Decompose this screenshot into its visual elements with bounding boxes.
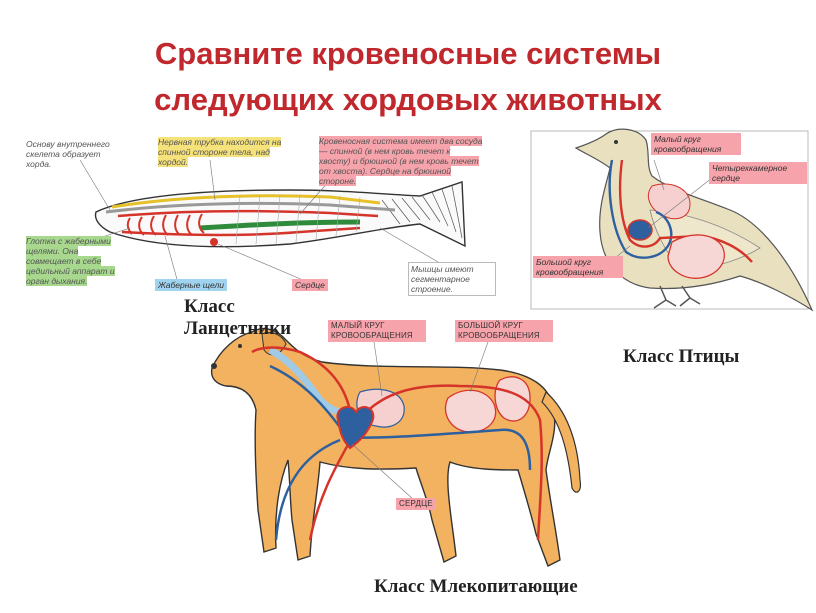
bird-capillaries [668, 235, 724, 278]
label-gill-slits: Жаберные щели [155, 279, 227, 291]
label-nerve-tube: Нервная трубка находится на спинной стор… [155, 136, 301, 168]
label-pharynx: Глотка с жаберными щелями. Она совмещает… [26, 236, 118, 286]
class-mammals: Класс Млекопитающие [374, 576, 578, 598]
lancelet-heart [210, 238, 218, 246]
mammal-capillaries-body [445, 390, 495, 432]
mammal-nose [211, 363, 217, 369]
label-notochord: Основу внутреннего скелета образует хорд… [26, 139, 126, 169]
label-muscles: Мышцы имеют сегментарное строение. [408, 262, 496, 296]
class-lancelets: Класс Ланцетники [184, 296, 344, 340]
bird-eye [614, 140, 618, 144]
label-mammal-heart: СЕРДЦЕ [396, 498, 436, 510]
label-nerve-tube-text: Нервная трубка находится на спинной стор… [158, 137, 281, 167]
bird-legs [654, 286, 700, 308]
label-bird-small-circle: Малый круг кровообращения [651, 133, 741, 155]
bird-heart [628, 220, 652, 240]
label-circulatory: Кровеносная система имеет два сосуда — с… [319, 136, 484, 186]
class-birds: Класс Птицы [623, 346, 739, 368]
mammal-drawing [211, 329, 580, 566]
label-pharynx-text: Глотка с жаберными щелями. Она совмещает… [26, 236, 115, 286]
mammal-eye [238, 344, 242, 348]
label-mammal-small-circle: МАЛЫЙ КРУГ КРОВООБРАЩЕНИЯ [328, 320, 426, 342]
label-bird-four-chamber: Четырехкамерное сердце [709, 162, 807, 184]
label-mammal-big-circle: БОЛЬШОЙ КРУГ КРОВООБРАЩЕНИЯ [455, 320, 553, 342]
bird-drawing [531, 129, 812, 310]
label-bird-big-circle: Большой круг кровообращения [533, 256, 623, 278]
mammal-body [212, 329, 560, 566]
label-lancelet-heart: Сердце [292, 279, 328, 291]
label-circulatory-text: Кровеносная система имеет два сосуда — с… [319, 136, 482, 186]
